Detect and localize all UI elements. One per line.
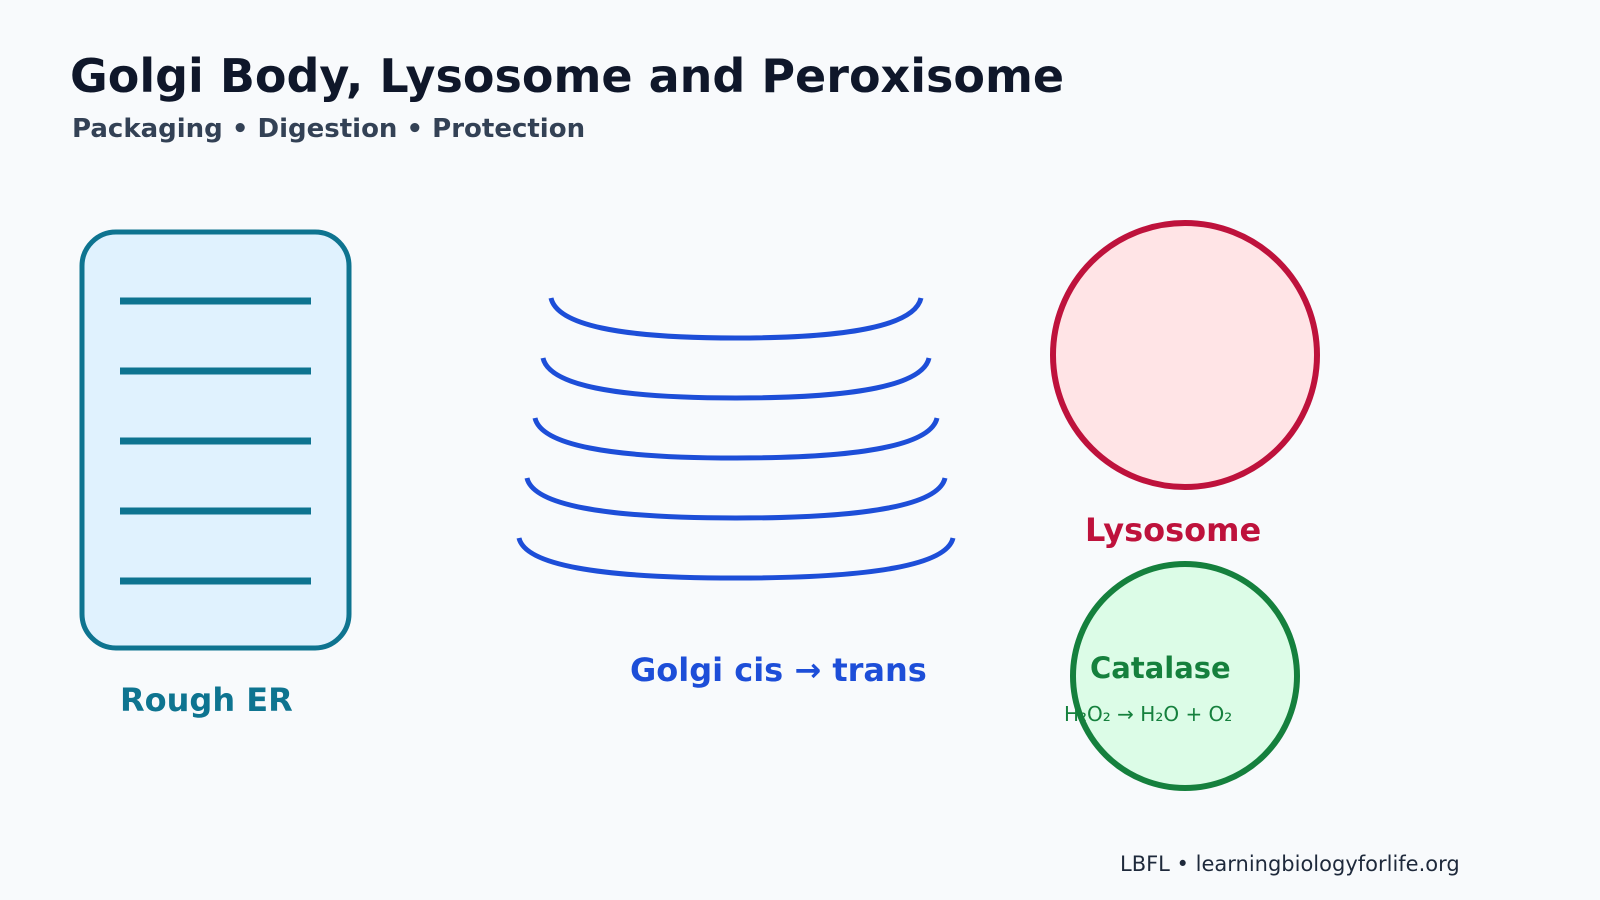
footer-credit: LBFL • learningbiologyforlife.org <box>1120 852 1460 876</box>
rough-er-label: Rough ER <box>120 681 293 719</box>
lysosome-label: Lysosome <box>1085 511 1261 549</box>
golgi-cisterna <box>532 417 940 461</box>
catalase-label: Catalase <box>1090 651 1231 685</box>
diagram-subtitle: Packaging • Digestion • Protection <box>72 114 585 144</box>
lysosome-membrane <box>1050 220 1320 490</box>
golgi-cisterna <box>540 357 932 401</box>
catalase-reaction: H₂O₂ → H₂O + O₂ <box>1064 702 1232 726</box>
rough-er: Rough ER <box>79 229 352 719</box>
lysosome: Lysosome <box>1050 220 1320 549</box>
golgi-cisterna <box>516 537 956 581</box>
golgi-stack: Golgi cis → trans <box>516 297 956 689</box>
golgi-cisterna <box>548 297 924 341</box>
golgi-cisterna <box>524 477 948 521</box>
golgi-label: Golgi cis → trans <box>630 651 927 689</box>
peroxisome: Catalase H₂O₂ → H₂O + O₂ <box>1064 561 1300 791</box>
peroxisome-membrane <box>1070 561 1300 791</box>
diagram-title: Golgi Body, Lysosome and Peroxisome <box>70 49 1064 103</box>
